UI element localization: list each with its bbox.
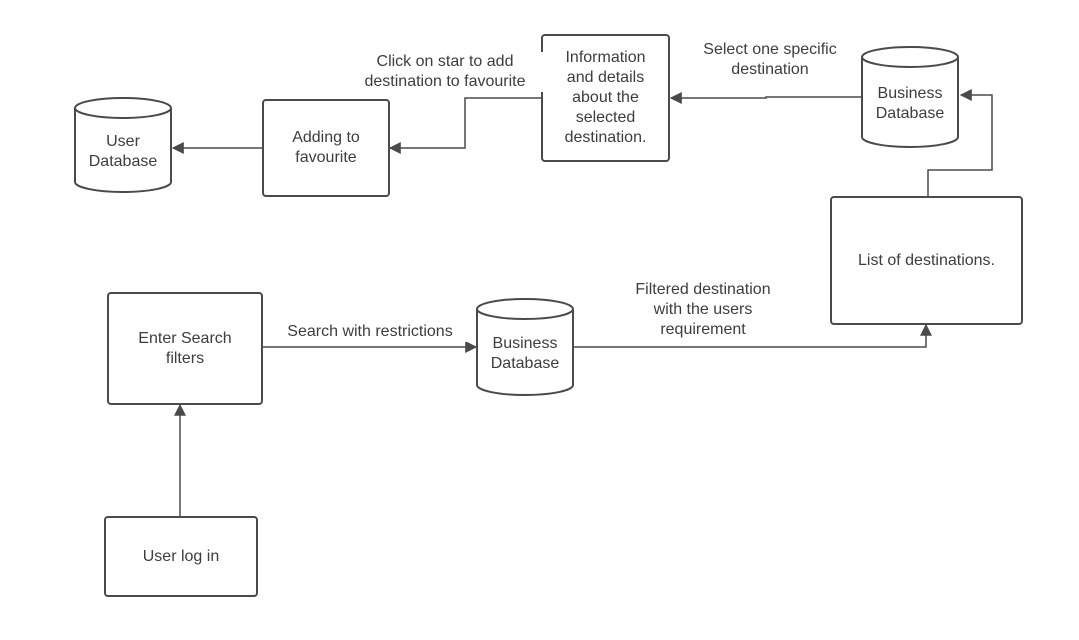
user-database-label: User Database (88, 133, 158, 170)
edge-business-db-to-list (574, 323, 932, 348)
business-database-top-cylinder (861, 46, 959, 148)
edge-list-to-business-db (927, 89, 993, 196)
edge-business-db-to-info (669, 92, 862, 104)
edge-label-filtered-destination: Filtered destination with the users requ… (608, 280, 798, 340)
list-of-destinations-box: List of destinations. (830, 196, 1023, 325)
edge-label-click-star: Click on star to add destination to favo… (345, 52, 545, 92)
user-database-cylinder (74, 97, 172, 193)
edge-label-search-restrictions: Search with restrictions (270, 322, 470, 342)
adding-to-favourite-box: Adding to favourite (262, 99, 390, 197)
edge-label-select-specific: Select one specific destination (690, 40, 850, 80)
business-database-bottom-cylinder (476, 298, 574, 396)
business-database-top-label: Business Database (875, 85, 945, 122)
business-database-bottom-label: Business Database (490, 335, 560, 372)
user-log-in-box: User log in (104, 516, 258, 597)
edge-info-to-favourite (388, 97, 541, 154)
information-details-box: Information and details about the select… (541, 34, 670, 162)
enter-search-filters-box: Enter Search filters (107, 292, 263, 405)
